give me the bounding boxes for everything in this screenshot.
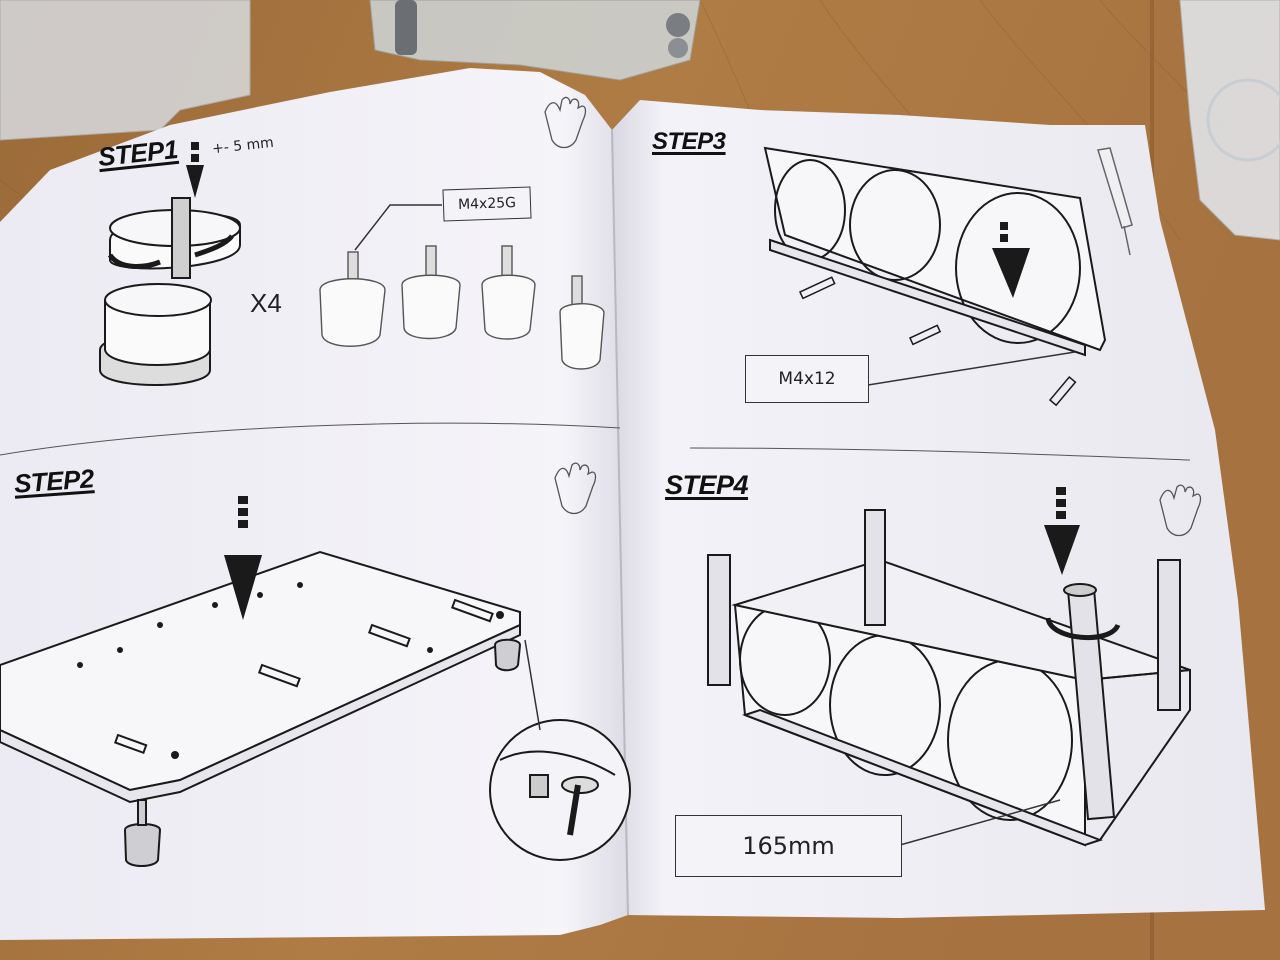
step3-title: STEP3 — [652, 128, 726, 155]
hand-icon — [1159, 484, 1202, 537]
hand-icon — [554, 462, 597, 515]
step1-feet-row — [319, 245, 605, 370]
step1-callout-leader — [354, 204, 442, 251]
step2-title: STEP2 — [13, 463, 95, 499]
step2-plate-holes — [77, 582, 504, 759]
step1-part-callout: M4x25G — [442, 186, 532, 222]
step3-callout-leader — [867, 351, 1076, 386]
step1-count-label: X4 — [250, 288, 282, 318]
step3-part-callout: M4x12 — [745, 355, 869, 403]
step3-screwdriver — [1097, 147, 1133, 256]
down-arrow-icon — [224, 496, 262, 620]
step4-rotate-arrow — [1045, 617, 1121, 641]
step1-foot-assembly — [99, 197, 241, 386]
step2-zoom-detail — [489, 639, 631, 861]
down-arrow-icon — [186, 142, 204, 198]
acrylic-parts — [0, 0, 1280, 241]
step2-feet — [123, 638, 522, 867]
step4-callout-leader — [899, 799, 1061, 846]
down-arrow-icon — [992, 222, 1030, 298]
down-arrow-icon — [1044, 487, 1080, 575]
step4-dimension-callout: 165mm — [675, 815, 902, 877]
step3-slots — [799, 276, 1077, 407]
step2-base-plate — [0, 550, 521, 804]
step3-fan-panel — [763, 146, 1107, 357]
right-divider — [689, 447, 1191, 461]
step4-posts — [707, 509, 1181, 821]
hand-icon — [544, 96, 587, 149]
left-divider — [0, 422, 621, 456]
step4-title: STEP4 — [665, 470, 749, 500]
